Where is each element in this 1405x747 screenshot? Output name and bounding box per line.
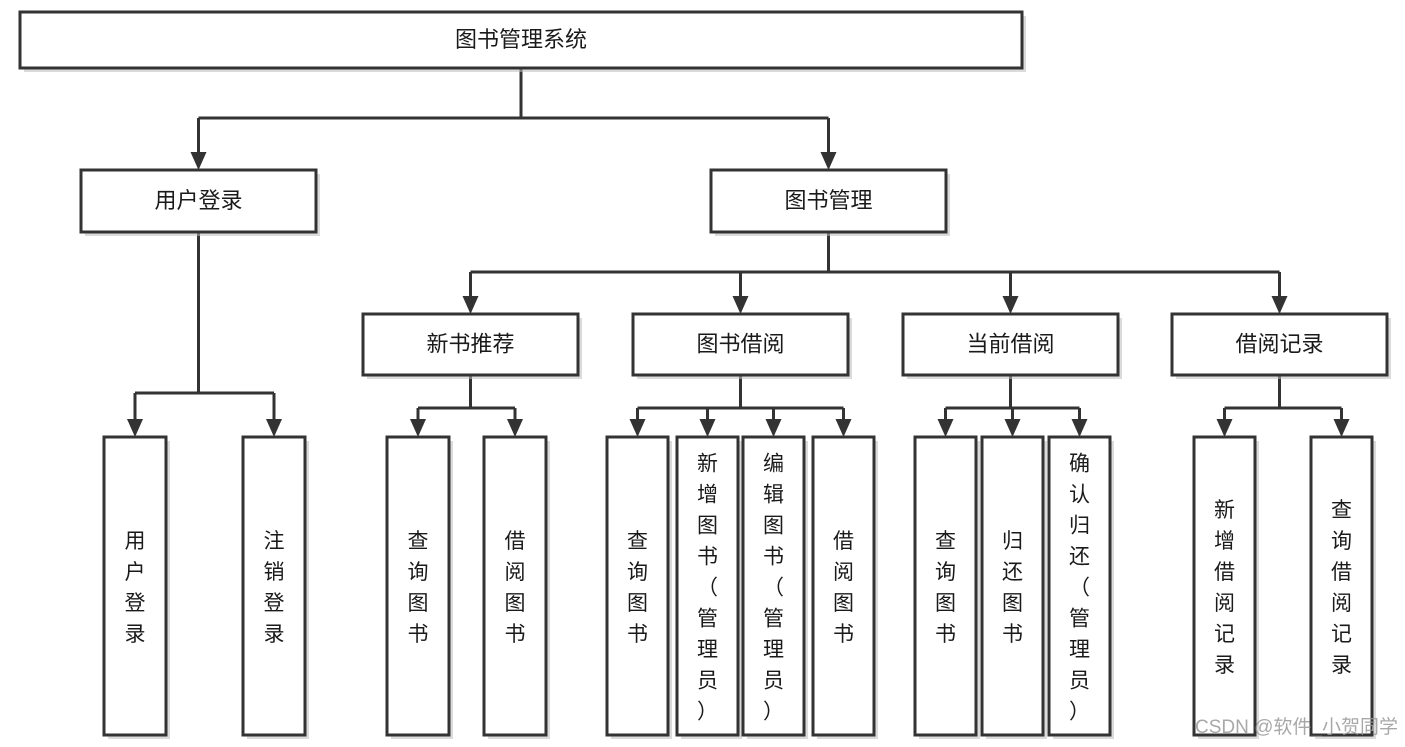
- arrow-head-icon: [835, 419, 852, 437]
- node-box[interactable]: [811, 435, 876, 737]
- node-current-borrow[interactable]: 当前借阅: [901, 312, 1122, 379]
- node-box[interactable]: [79, 168, 318, 234]
- arrow-head-icon: [765, 419, 782, 437]
- node-label: 新书推荐: [426, 331, 514, 356]
- node-box[interactable]: [675, 435, 740, 737]
- node-label: 查询图书: [408, 530, 429, 646]
- node-new-book-recommend[interactable]: 新书推荐: [361, 312, 582, 379]
- arrow-head-icon: [1071, 419, 1088, 437]
- node-box[interactable]: [1047, 435, 1112, 737]
- arrow-head-icon: [732, 296, 749, 314]
- node-label: 确认归还（管理员）: [1069, 453, 1090, 724]
- node-label: 用户登录: [125, 530, 146, 646]
- node-box[interactable]: [605, 435, 670, 737]
- node-box[interactable]: [1170, 312, 1389, 377]
- arrow-head-icon: [699, 419, 716, 437]
- arrow-head-icon: [266, 419, 282, 437]
- node-box[interactable]: [241, 435, 307, 737]
- node-box[interactable]: [631, 312, 850, 377]
- node-label: 查询借阅记录: [1331, 499, 1352, 677]
- node-book-manage[interactable]: 图书管理: [709, 168, 950, 236]
- arrow-head-icon: [1333, 419, 1350, 437]
- node-leaf-user-login[interactable]: 用户登录: [102, 435, 170, 739]
- connector-layer: [127, 68, 1350, 437]
- node-label: 新增借阅记录: [1214, 499, 1235, 677]
- node-label: 编辑图书（管理员）: [763, 453, 784, 724]
- node-label: 新增图书（管理员）: [697, 453, 718, 724]
- watermark-label: CSDN @软件_小贺同学: [1195, 716, 1398, 738]
- node-borrow-record[interactable]: 借阅记录: [1170, 312, 1391, 379]
- node-box[interactable]: [385, 435, 451, 737]
- arrow-head-icon: [937, 419, 954, 437]
- node-layer: 图书管理系统用户登录图书管理新书推荐图书借阅当前借阅借阅记录用户登录注销登录查询…: [18, 10, 1391, 739]
- node-box[interactable]: [1192, 435, 1257, 737]
- node-label: 图书借阅: [696, 331, 784, 356]
- node-leaf-query-book-1[interactable]: 查询图书: [385, 435, 453, 739]
- node-box[interactable]: [741, 435, 806, 737]
- node-label: 借阅图书: [505, 530, 526, 646]
- node-label: 查询图书: [935, 530, 956, 646]
- node-label: 当前借阅: [966, 331, 1054, 356]
- node-leaf-query-record[interactable]: 查询借阅记录: [1309, 435, 1376, 739]
- node-leaf-borrow-book-1[interactable]: 借阅图书: [482, 435, 550, 739]
- arrow-head-icon: [1004, 419, 1021, 437]
- node-label: 图书管理: [784, 188, 872, 213]
- node-label: 图书管理系统: [455, 27, 587, 52]
- node-leaf-add-book[interactable]: 新增图书（管理员）: [675, 435, 742, 739]
- arrow-head-icon: [629, 419, 646, 437]
- node-leaf-add-record[interactable]: 新增借阅记录: [1192, 435, 1259, 739]
- node-box[interactable]: [913, 435, 978, 737]
- node-box[interactable]: [482, 435, 548, 737]
- arrow-head-icon: [1216, 419, 1233, 437]
- node-box[interactable]: [361, 312, 580, 377]
- node-leaf-query-book-2[interactable]: 查询图书: [605, 435, 672, 739]
- node-label: 借阅记录: [1235, 331, 1323, 356]
- node-label: 借阅图书: [833, 530, 854, 646]
- arrow-head-icon: [127, 419, 143, 437]
- node-leaf-confirm-return[interactable]: 确认归还（管理员）: [1047, 435, 1114, 739]
- node-user-login[interactable]: 用户登录: [79, 168, 320, 236]
- node-box[interactable]: [901, 312, 1120, 377]
- arrow-head-icon: [1002, 296, 1019, 314]
- node-box[interactable]: [1309, 435, 1374, 737]
- node-box[interactable]: [980, 435, 1045, 737]
- arrow-head-icon: [820, 152, 837, 170]
- arrow-head-icon: [190, 152, 207, 170]
- node-label: 用户登录: [154, 188, 242, 213]
- node-box[interactable]: [18, 10, 1024, 70]
- node-root[interactable]: 图书管理系统: [18, 10, 1026, 72]
- node-leaf-borrow-book-2[interactable]: 借阅图书: [811, 435, 878, 739]
- node-label: 注销登录: [264, 530, 285, 646]
- node-leaf-logout[interactable]: 注销登录: [241, 435, 309, 739]
- node-leaf-query-book-3[interactable]: 查询图书: [913, 435, 980, 739]
- node-label: 归还图书: [1002, 530, 1023, 646]
- arrow-head-icon: [1271, 296, 1288, 314]
- node-box[interactable]: [709, 168, 948, 234]
- node-leaf-edit-book[interactable]: 编辑图书（管理员）: [741, 435, 808, 739]
- node-book-borrow[interactable]: 图书借阅: [631, 312, 852, 379]
- node-box[interactable]: [102, 435, 168, 737]
- arrow-head-icon: [410, 419, 426, 437]
- arrow-head-icon: [507, 419, 523, 437]
- node-leaf-return-book[interactable]: 归还图书: [980, 435, 1047, 739]
- node-label: 查询图书: [627, 530, 648, 646]
- arrow-head-icon: [462, 296, 479, 314]
